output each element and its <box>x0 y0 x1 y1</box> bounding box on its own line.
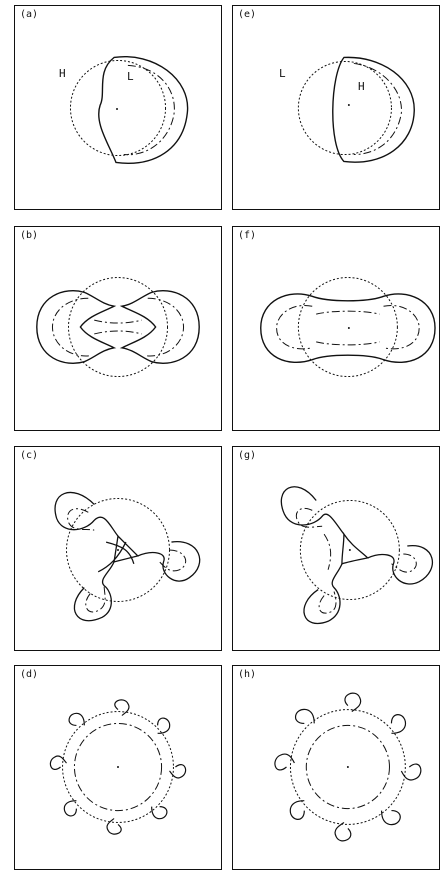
panel-f-drawing <box>233 227 439 430</box>
panel-e-drawing <box>233 6 439 209</box>
panel-f: (f) <box>232 226 440 431</box>
panel-e: (e) L H <box>232 5 440 210</box>
panel-d: (d) <box>14 665 222 870</box>
panel-a: (a) H L <box>14 5 222 210</box>
panel-h: (h) <box>232 665 440 870</box>
panel-b: (b) <box>14 226 222 431</box>
panel-g-drawing <box>233 447 439 650</box>
panel-d-drawing <box>15 666 221 869</box>
panel-c: (c) <box>14 446 222 651</box>
panel-h-drawing <box>233 666 439 869</box>
panel-g: (g) <box>232 446 440 651</box>
panel-c-drawing <box>15 447 221 650</box>
panel-b-drawing <box>15 227 221 430</box>
panel-a-drawing <box>15 6 221 209</box>
